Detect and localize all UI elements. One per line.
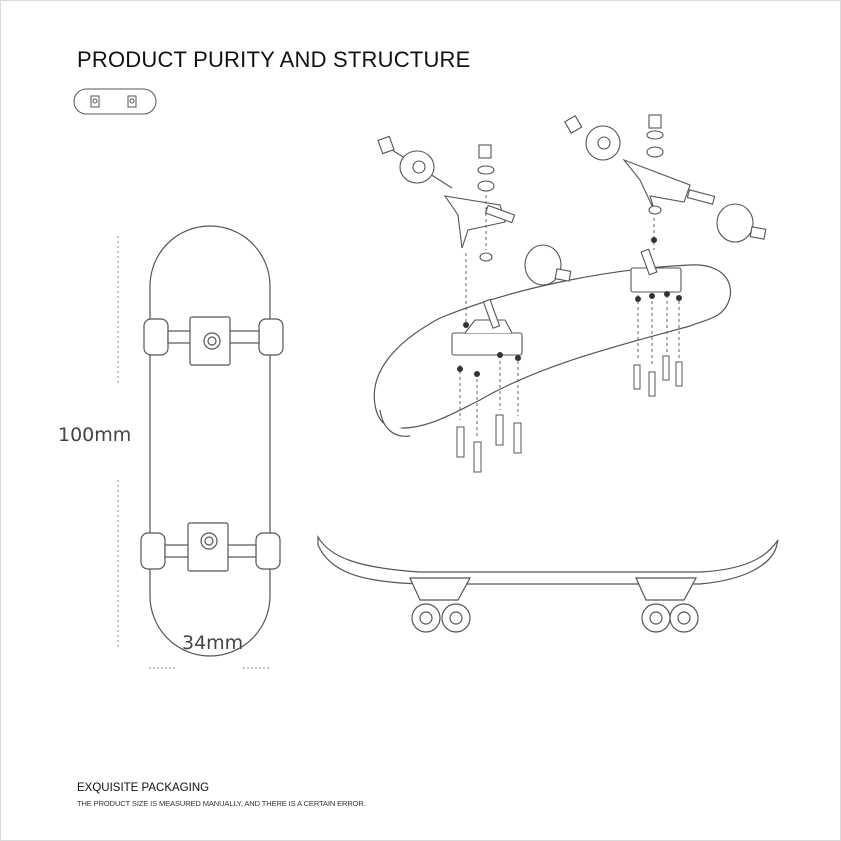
screws <box>456 355 683 473</box>
exploded-guide-lines <box>459 195 680 436</box>
truck-exploded-back <box>564 114 767 293</box>
hardware-dots <box>457 237 682 377</box>
packaging-heading: EXQUISITE PACKAGING <box>77 782 210 794</box>
page-title: PRODUCT PURITY AND STRUCTURE <box>77 47 471 72</box>
height-dimension-label: 100mm <box>58 424 132 446</box>
deck-exploded <box>373 264 732 437</box>
board-side-view <box>317 534 779 633</box>
width-dimension-label: 34mm <box>182 632 244 654</box>
truck-exploded-front <box>377 135 572 356</box>
measurement-note: THE PRODUCT SIZE IS MEASURED MANUALLY, A… <box>77 799 366 808</box>
board-top-view <box>140 225 284 657</box>
board-icon <box>73 88 157 115</box>
